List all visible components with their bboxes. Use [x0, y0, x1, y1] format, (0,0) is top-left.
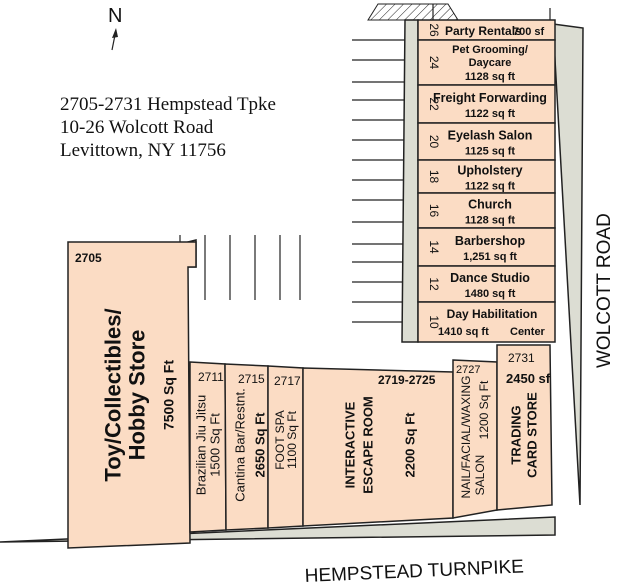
unit-size: 2450 sf — [506, 371, 551, 386]
unit-size: 1410 sq ft — [438, 326, 489, 338]
unit-size: 1200 Sq Ft — [477, 380, 491, 439]
unit-size: 1100 Sq Ft — [285, 410, 299, 468]
unit-number: 22 — [427, 97, 441, 111]
unit-size: 700 sf — [513, 26, 545, 38]
unit-size: 1480 sq ft — [465, 288, 516, 300]
unit-18[interactable]: 18 Upholstery 1122 sq ft — [417, 159, 556, 194]
unit-name: Barbershop — [455, 234, 526, 248]
unit-size: 1125 sq ft — [465, 146, 515, 158]
unit-size: 7500 Sq Ft — [161, 360, 177, 430]
unit-name: Eyelash Salon — [448, 129, 533, 143]
unit-number: 2731 — [508, 351, 535, 365]
unit-name-2: Hobby Store — [124, 330, 149, 461]
unit-24[interactable]: 24 Pet Grooming/Daycare 1128 sq ft — [417, 39, 556, 86]
unit-number: 2719-2725 — [378, 373, 436, 387]
unit-20[interactable]: 20 Eyelash Salon 1125 sq ft — [417, 122, 556, 161]
unit-name: Upholstery — [457, 164, 522, 178]
hatched-area — [367, 3, 459, 21]
unit-number: 2705 — [75, 251, 102, 265]
unit-size: 1128 sq ft — [465, 71, 515, 83]
unit-name: Day Habilitation — [447, 307, 538, 321]
unit-name-2: CARD STORE — [524, 392, 539, 478]
address-line-2: 10-26 Wolcott Road — [60, 117, 214, 138]
unit-size: 1,251 sq ft — [463, 251, 517, 263]
wolcott-road-label: WOLCOTT ROAD — [594, 213, 615, 368]
unit-16[interactable]: 16 Church 1128 sq ft — [417, 192, 556, 229]
unit-number: 2717 — [274, 374, 301, 388]
parking-stalls — [179, 4, 551, 323]
unit-name: Toy/Collectibles/ — [100, 308, 125, 481]
unit-name: Party Rentals — [445, 24, 522, 38]
unit-number: 2715 — [238, 372, 265, 386]
unit-size: 1500 Sq Ft — [207, 413, 222, 477]
unit-size: 2650 Sq Ft — [252, 412, 267, 478]
unit-number: 14 — [427, 240, 441, 254]
unit-name: Freight Forwarding — [433, 91, 547, 105]
unit-number: 10 — [427, 315, 441, 329]
unit-number: 2711 — [198, 370, 224, 384]
unit-name: INTERACTIVE — [342, 401, 357, 488]
address-line-1: 2705-2731 Hempstead Tpke — [60, 94, 276, 115]
unit-size: 2200 Sq Ft — [402, 412, 417, 478]
unit-size: 1128 sq ft — [465, 215, 515, 227]
unit-name: Cantina Bar/Restnt. — [232, 388, 247, 501]
unit-number: 18 — [427, 170, 441, 184]
address-line-3: Levittown, NY 11756 — [60, 140, 226, 161]
unit-name-2: Center — [510, 326, 546, 338]
unit-number: 26 — [427, 23, 441, 37]
arrow-head-icon — [112, 28, 118, 38]
unit-name: Brazilian Jiu Jitsu — [193, 395, 208, 495]
sidewalk-wolcott — [552, 23, 584, 506]
unit-name-2: Daycare — [469, 57, 512, 69]
unit-size: 1122 sq ft — [465, 108, 515, 120]
unit-name: TRADING — [508, 405, 523, 464]
unit-name: Pet Grooming/ — [452, 44, 528, 56]
unit-name: NAIL/FACIAL/WAXING — [459, 376, 473, 499]
unit-number: 24 — [427, 56, 441, 70]
unit-14[interactable]: 14 Barbershop 1,251 sq ft — [417, 227, 556, 267]
unit-name-2: SALON — [473, 455, 487, 496]
unit-name: Dance Studio — [450, 271, 530, 285]
unit-10[interactable]: 10 Day Habilitation 1410 sq ft Center — [417, 301, 556, 343]
unit-size: 1122 sq ft — [465, 181, 515, 193]
unit-name-2: ESCAPE ROOM — [360, 396, 375, 494]
address-block: 2705-2731 Hempstead Tpke 10-26 Wolcott R… — [60, 94, 276, 161]
unit-number: 20 — [427, 135, 441, 149]
north-label: N — [108, 5, 122, 27]
north-arrow: N — [108, 5, 122, 51]
unit-number: 16 — [427, 204, 441, 218]
unit-number: 12 — [427, 277, 441, 291]
unit-name: FOOT SPA — [273, 410, 287, 470]
unit-name: Church — [468, 198, 512, 212]
hempstead-turnpike-label: HEMPSTEAD TURNPIKE — [304, 556, 524, 587]
unit-12[interactable]: 12 Dance Studio 1480 sq ft — [417, 265, 556, 303]
unit-number: 2727 — [456, 364, 480, 376]
sidewalk-rear — [401, 19, 419, 343]
